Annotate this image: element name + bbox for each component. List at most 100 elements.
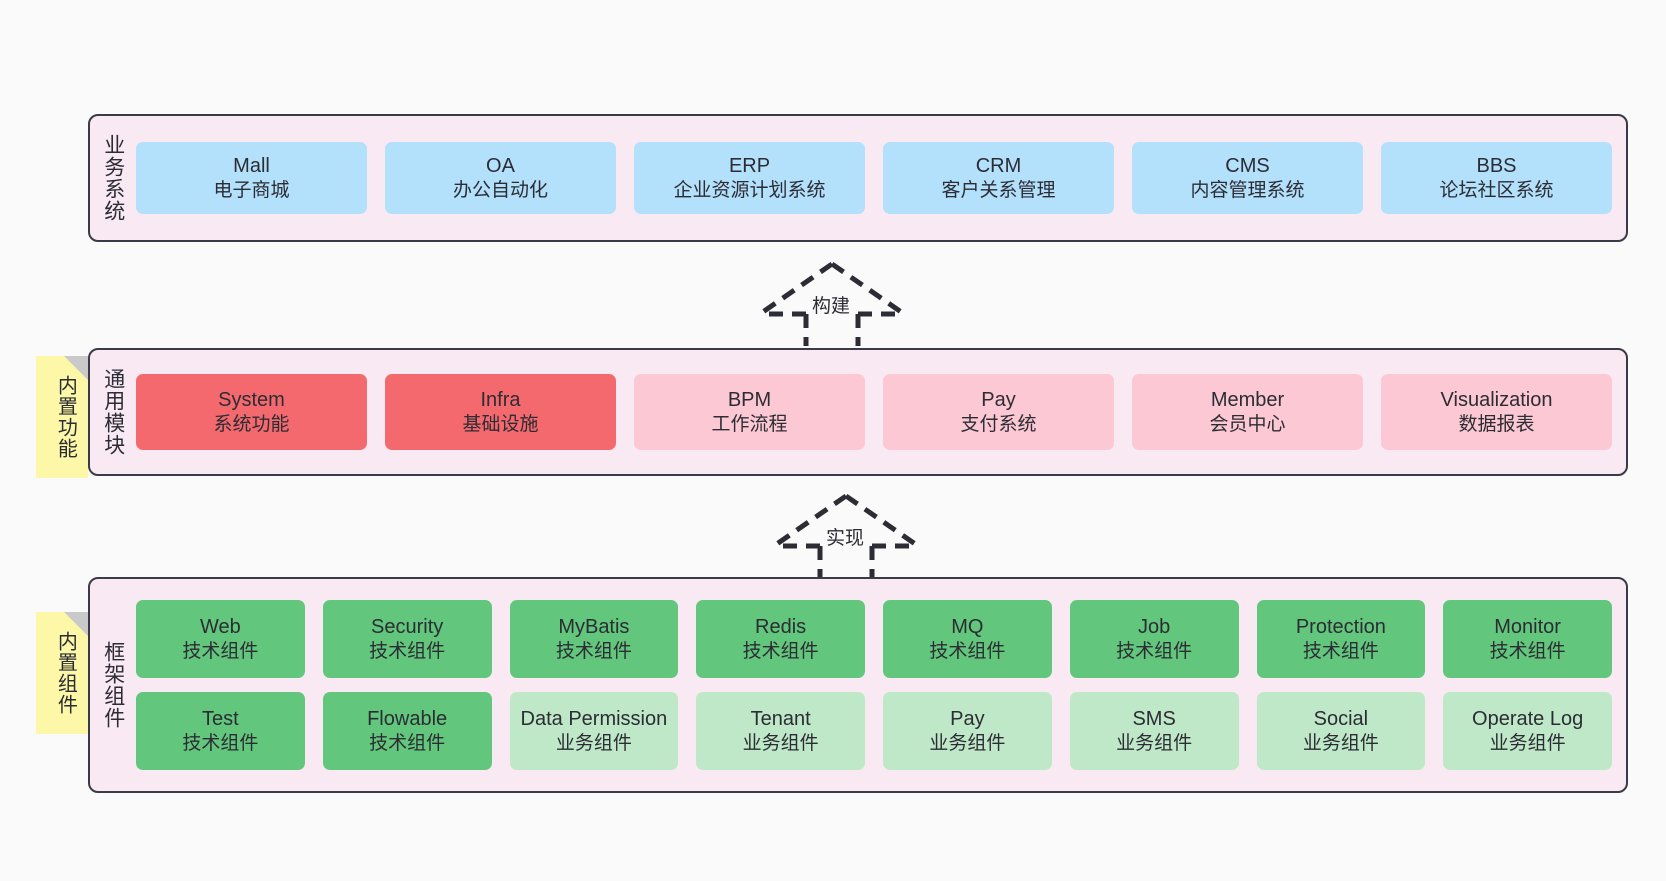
card-title: OA	[486, 155, 515, 178]
layer-framework-component: 框架组件 Web 技术组件 Security 技术组件 MyBatis 技术组件…	[88, 577, 1628, 793]
card-subtitle: 业务组件	[929, 732, 1006, 754]
card-data-permission[interactable]: Data Permission 业务组件	[509, 692, 679, 770]
card-subtitle: 工作流程	[711, 413, 788, 435]
card-row: Test 技术组件 Flowable 技术组件 Data Permission …	[136, 692, 1612, 770]
card-title: Protection	[1295, 616, 1386, 639]
card-system[interactable]: System 系统功能	[136, 374, 367, 450]
card-subtitle: 办公自动化	[452, 179, 548, 201]
card-subtitle: 业务组件	[555, 732, 632, 754]
card-subtitle: 技术组件	[1489, 640, 1566, 662]
layer-business-system: 业务系统 Mall 电子商城 OA 办公自动化 ERP 企业资源计划系统 CRM…	[88, 114, 1628, 242]
card-title: Test	[202, 708, 239, 731]
card-subtitle: 技术组件	[369, 640, 446, 662]
layer-title-framework-component: 框架组件	[101, 641, 125, 729]
card-subtitle: 技术组件	[1116, 640, 1193, 662]
card-title: Web	[199, 616, 241, 639]
layer-body-common-module: System 系统功能 Infra 基础设施 BPM 工作流程 Pay 支付系统…	[136, 350, 1626, 474]
card-title: Flowable	[367, 708, 448, 731]
card-row: System 系统功能 Infra 基础设施 BPM 工作流程 Pay 支付系统…	[136, 374, 1612, 450]
card-subtitle: 会员中心	[1209, 413, 1286, 435]
card-mall[interactable]: Mall 电子商城	[136, 142, 367, 214]
card-mq[interactable]: MQ 技术组件	[883, 600, 1052, 678]
note-builtin-component: 内置组件	[36, 612, 88, 734]
card-redis[interactable]: Redis 技术组件	[696, 600, 865, 678]
card-subtitle: 技术组件	[742, 640, 819, 662]
card-title: MQ	[951, 616, 984, 639]
card-subtitle: 业务组件	[1489, 732, 1566, 754]
card-oa[interactable]: OA 办公自动化	[385, 142, 616, 214]
note-builtin-function: 内置功能	[36, 356, 88, 478]
card-erp[interactable]: ERP 企业资源计划系统	[634, 142, 865, 214]
card-bbs[interactable]: BBS 论坛社区系统	[1381, 142, 1612, 214]
card-title: BBS	[1476, 155, 1517, 178]
card-subtitle: 技术组件	[369, 732, 446, 754]
card-title: Data Permission	[520, 708, 668, 731]
card-title: ERP	[728, 155, 771, 178]
card-title: Pay	[981, 389, 1016, 412]
card-job[interactable]: Job 技术组件	[1069, 600, 1239, 678]
card-subtitle: 技术组件	[182, 732, 259, 754]
card-title: Social	[1313, 708, 1369, 731]
card-subtitle: 技术组件	[1302, 640, 1379, 662]
card-member[interactable]: Member 会员中心	[1132, 374, 1363, 450]
card-social[interactable]: Social 业务组件	[1256, 692, 1426, 770]
card-title: Monitor	[1494, 616, 1561, 639]
card-pay[interactable]: Pay 支付系统	[883, 374, 1114, 450]
card-subtitle: 技术组件	[182, 640, 259, 662]
layer-common-module: 通用模块 System 系统功能 Infra 基础设施 BPM 工作流程 Pay…	[88, 348, 1628, 476]
card-subtitle: 电子商城	[213, 179, 290, 201]
card-crm[interactable]: CRM 客户关系管理	[883, 142, 1114, 214]
card-tenant[interactable]: Tenant 业务组件	[696, 692, 865, 770]
card-subtitle: 客户关系管理	[941, 179, 1056, 201]
card-subtitle: 数据报表	[1458, 413, 1535, 435]
layer-title-common-module: 通用模块	[101, 368, 125, 456]
card-title: Infra	[480, 389, 521, 412]
card-sms[interactable]: SMS 业务组件	[1069, 692, 1239, 770]
card-title: Redis	[755, 616, 807, 639]
connector-build-label: 构建	[812, 296, 851, 317]
card-title: SMS	[1132, 708, 1176, 731]
card-row: Mall 电子商城 OA 办公自动化 ERP 企业资源计划系统 CRM 客户关系…	[136, 142, 1612, 214]
note-fold-corner	[64, 356, 88, 380]
connector-implement-label: 实现	[826, 528, 865, 549]
layer-body-framework-component: Web 技术组件 Security 技术组件 MyBatis 技术组件 Redi…	[136, 579, 1626, 791]
card-subtitle: 业务组件	[1302, 732, 1379, 754]
card-subtitle: 业务组件	[742, 732, 819, 754]
card-title: BPM	[727, 389, 772, 412]
card-operate-log[interactable]: Operate Log 业务组件	[1443, 692, 1612, 770]
card-test[interactable]: Test 技术组件	[136, 692, 305, 770]
card-title: CMS	[1225, 155, 1270, 178]
card-subtitle: 技术组件	[555, 640, 632, 662]
card-title: Pay	[950, 708, 985, 731]
card-title: Security	[371, 616, 444, 639]
card-row: Web 技术组件 Security 技术组件 MyBatis 技术组件 Redi…	[136, 600, 1612, 678]
card-subtitle: 系统功能	[213, 413, 290, 435]
note-label: 内置功能	[54, 375, 77, 459]
card-subtitle: 论坛社区系统	[1439, 179, 1554, 201]
card-security[interactable]: Security 技术组件	[322, 600, 492, 678]
card-title: Member	[1210, 389, 1285, 412]
card-subtitle: 企业资源计划系统	[673, 179, 826, 201]
layer-body-business-system: Mall 电子商城 OA 办公自动化 ERP 企业资源计划系统 CRM 客户关系…	[136, 116, 1626, 240]
card-protection[interactable]: Protection 技术组件	[1256, 600, 1426, 678]
card-flowable[interactable]: Flowable 技术组件	[322, 692, 492, 770]
card-bpm[interactable]: BPM 工作流程	[634, 374, 865, 450]
card-monitor[interactable]: Monitor 技术组件	[1443, 600, 1612, 678]
card-web[interactable]: Web 技术组件	[136, 600, 305, 678]
note-label: 内置组件	[54, 631, 77, 715]
layer-title-business-system: 业务系统	[101, 134, 125, 222]
card-visualization[interactable]: Visualization 数据报表	[1381, 374, 1612, 450]
card-subtitle: 基础设施	[462, 413, 539, 435]
card-infra[interactable]: Infra 基础设施	[385, 374, 616, 450]
note-fold-corner	[64, 612, 88, 636]
card-mybatis[interactable]: MyBatis 技术组件	[509, 600, 679, 678]
card-title: Visualization	[1440, 389, 1553, 412]
card-title: CRM	[975, 155, 1022, 178]
card-subtitle: 技术组件	[929, 640, 1006, 662]
card-subtitle: 支付系统	[960, 413, 1037, 435]
card-title: Operate Log	[1472, 708, 1584, 731]
card-cms[interactable]: CMS 内容管理系统	[1132, 142, 1363, 214]
card-title: MyBatis	[558, 616, 630, 639]
card-pay-business[interactable]: Pay 业务组件	[883, 692, 1052, 770]
